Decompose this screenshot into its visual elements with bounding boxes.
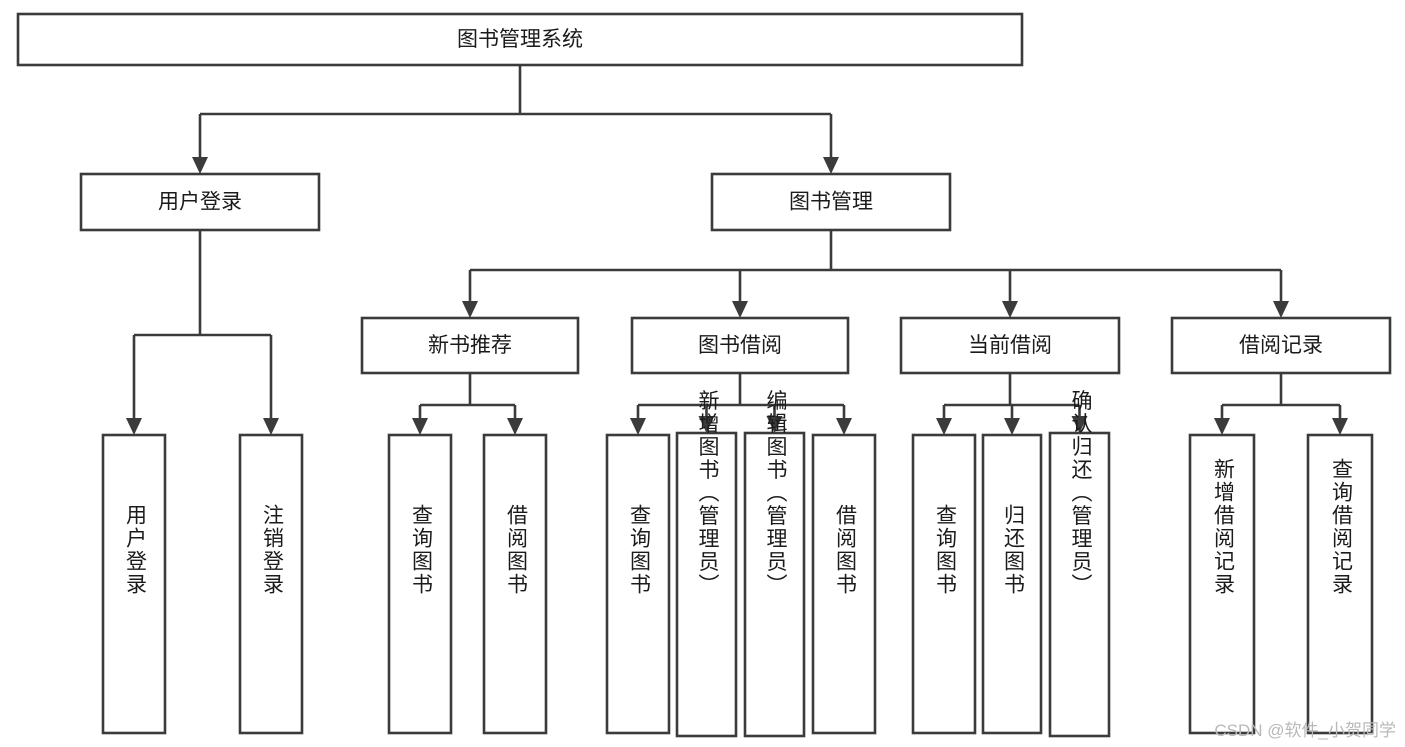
node-leaf-borrow-book-2-box[interactable] <box>811 433 877 735</box>
node-leaf-add-record-box[interactable] <box>1188 433 1256 735</box>
node-leaf-user-login-box[interactable] <box>101 433 167 735</box>
node-leaf-confirm-return-box[interactable] <box>1048 431 1111 738</box>
node-leaf-query-book-3[interactable]: 查询图书 <box>911 433 977 735</box>
node-leaf-user-login-label: 用户登录 <box>123 504 147 596</box>
node-leaf-return-book[interactable]: 归还图书 <box>981 433 1043 735</box>
node-leaf-query-record-box[interactable] <box>1306 433 1374 735</box>
node-leaf-add-book-label: 新增图书（管理员） <box>696 390 720 597</box>
node-leaf-borrow-book-1-box[interactable] <box>482 433 548 735</box>
branch-1-arrowhead <box>507 418 523 435</box>
node-leaf-return-book-box[interactable] <box>981 433 1043 735</box>
node-book-borrow[interactable]: 图书借阅 <box>630 316 850 375</box>
node-leaf-borrow-book-2[interactable]: 借阅图书 <box>811 433 877 735</box>
node-user-login-box[interactable] <box>79 172 321 232</box>
branch-1-arrowhead <box>1332 418 1348 435</box>
node-leaf-add-book-box[interactable] <box>675 431 738 738</box>
node-leaf-add-record-label: 新增借阅记录 <box>1211 458 1235 596</box>
branch-2-arrowhead <box>1002 301 1018 318</box>
branch-2-arrowhead <box>766 416 783 433</box>
node-root[interactable]: 图书管理系统 <box>16 12 1024 67</box>
branch-1-arrowhead <box>698 416 715 433</box>
node-book-manage-label: 图书管理 <box>789 191 873 214</box>
branch-1-arrowhead <box>1004 418 1020 435</box>
node-user-login[interactable]: 用户登录 <box>79 172 321 232</box>
node-leaf-confirm-return-label: 确认归还（管理员） <box>1069 390 1093 597</box>
node-leaf-query-book-3-label: 查询图书 <box>933 504 957 596</box>
node-user-login-label: 用户登录 <box>158 191 242 214</box>
node-borrow-record-box[interactable] <box>1170 316 1392 375</box>
node-new-book-recommend-label: 新书推荐 <box>428 334 512 357</box>
node-leaf-user-logout[interactable]: 注销登录 <box>238 433 304 735</box>
connector-layer <box>126 65 1348 435</box>
branch-0-arrowhead <box>1214 418 1230 435</box>
node-book-manage[interactable]: 图书管理 <box>710 172 952 232</box>
branch-0-arrowhead <box>630 418 646 435</box>
node-leaf-user-login[interactable]: 用户登录 <box>101 433 167 735</box>
branch-3-arrowhead <box>1273 301 1289 318</box>
node-leaf-query-book-1-label: 查询图书 <box>409 504 433 596</box>
branch-0-arrowhead <box>126 418 142 435</box>
node-leaf-query-record[interactable]: 查询借阅记录 <box>1306 433 1374 735</box>
node-borrow-record[interactable]: 借阅记录 <box>1170 316 1392 375</box>
branch-1-arrowhead <box>823 157 839 174</box>
node-leaf-user-logout-box[interactable] <box>238 433 304 735</box>
node-leaf-edit-book-box[interactable] <box>743 431 806 738</box>
branch-0-arrowhead <box>192 157 208 174</box>
node-leaf-query-book-2-box[interactable] <box>605 433 671 735</box>
node-leaf-query-book-2-label: 查询图书 <box>627 504 651 596</box>
node-root-box[interactable] <box>16 12 1024 67</box>
node-current-borrow[interactable]: 当前借阅 <box>899 316 1121 375</box>
node-current-borrow-box[interactable] <box>899 316 1121 375</box>
branch-3-arrowhead <box>836 418 852 435</box>
branch-0-arrowhead <box>412 418 428 435</box>
node-leaf-query-book-1[interactable]: 查询图书 <box>387 433 453 735</box>
node-leaf-confirm-return[interactable]: 确认归还（管理员） <box>1048 390 1111 738</box>
branch-2-arrowhead <box>1071 416 1088 433</box>
node-new-book-recommend[interactable]: 新书推荐 <box>360 316 580 375</box>
node-leaf-add-book[interactable]: 新增图书（管理员） <box>675 390 738 738</box>
node-leaf-query-book-2[interactable]: 查询图书 <box>605 433 671 735</box>
node-book-borrow-box[interactable] <box>630 316 850 375</box>
node-leaf-query-book-1-box[interactable] <box>387 433 453 735</box>
node-leaf-borrow-book-1[interactable]: 借阅图书 <box>482 433 548 735</box>
branch-0-arrowhead <box>936 418 952 435</box>
branch-1-arrowhead <box>732 301 748 318</box>
node-leaf-add-record[interactable]: 新增借阅记录 <box>1188 433 1256 735</box>
node-new-book-recommend-box[interactable] <box>360 316 580 375</box>
node-leaf-query-record-label: 查询借阅记录 <box>1329 458 1353 596</box>
node-leaf-borrow-book-2-label: 借阅图书 <box>833 504 857 596</box>
node-leaf-edit-book-label: 编辑图书（管理员） <box>764 390 788 597</box>
node-layer: 图书管理系统用户登录图书管理新书推荐图书借阅当前借阅借阅记录用户登录注销登录查询… <box>16 12 1392 738</box>
node-leaf-borrow-book-1-label: 借阅图书 <box>504 504 528 596</box>
node-book-borrow-label: 图书借阅 <box>698 334 782 357</box>
node-leaf-query-book-3-box[interactable] <box>911 433 977 735</box>
branch-1-arrowhead <box>263 418 279 435</box>
node-book-manage-box[interactable] <box>710 172 952 232</box>
branch-0-arrowhead <box>462 301 478 318</box>
node-leaf-edit-book[interactable]: 编辑图书（管理员） <box>743 390 806 738</box>
node-leaf-return-book-label: 归还图书 <box>1001 504 1025 596</box>
node-borrow-record-label: 借阅记录 <box>1239 334 1323 357</box>
csdn-watermark: CSDN @软件_小贺同学 <box>1214 721 1396 740</box>
node-leaf-user-logout-label: 注销登录 <box>260 504 284 596</box>
node-current-borrow-label: 当前借阅 <box>968 334 1052 357</box>
node-root-label: 图书管理系统 <box>457 28 583 51</box>
